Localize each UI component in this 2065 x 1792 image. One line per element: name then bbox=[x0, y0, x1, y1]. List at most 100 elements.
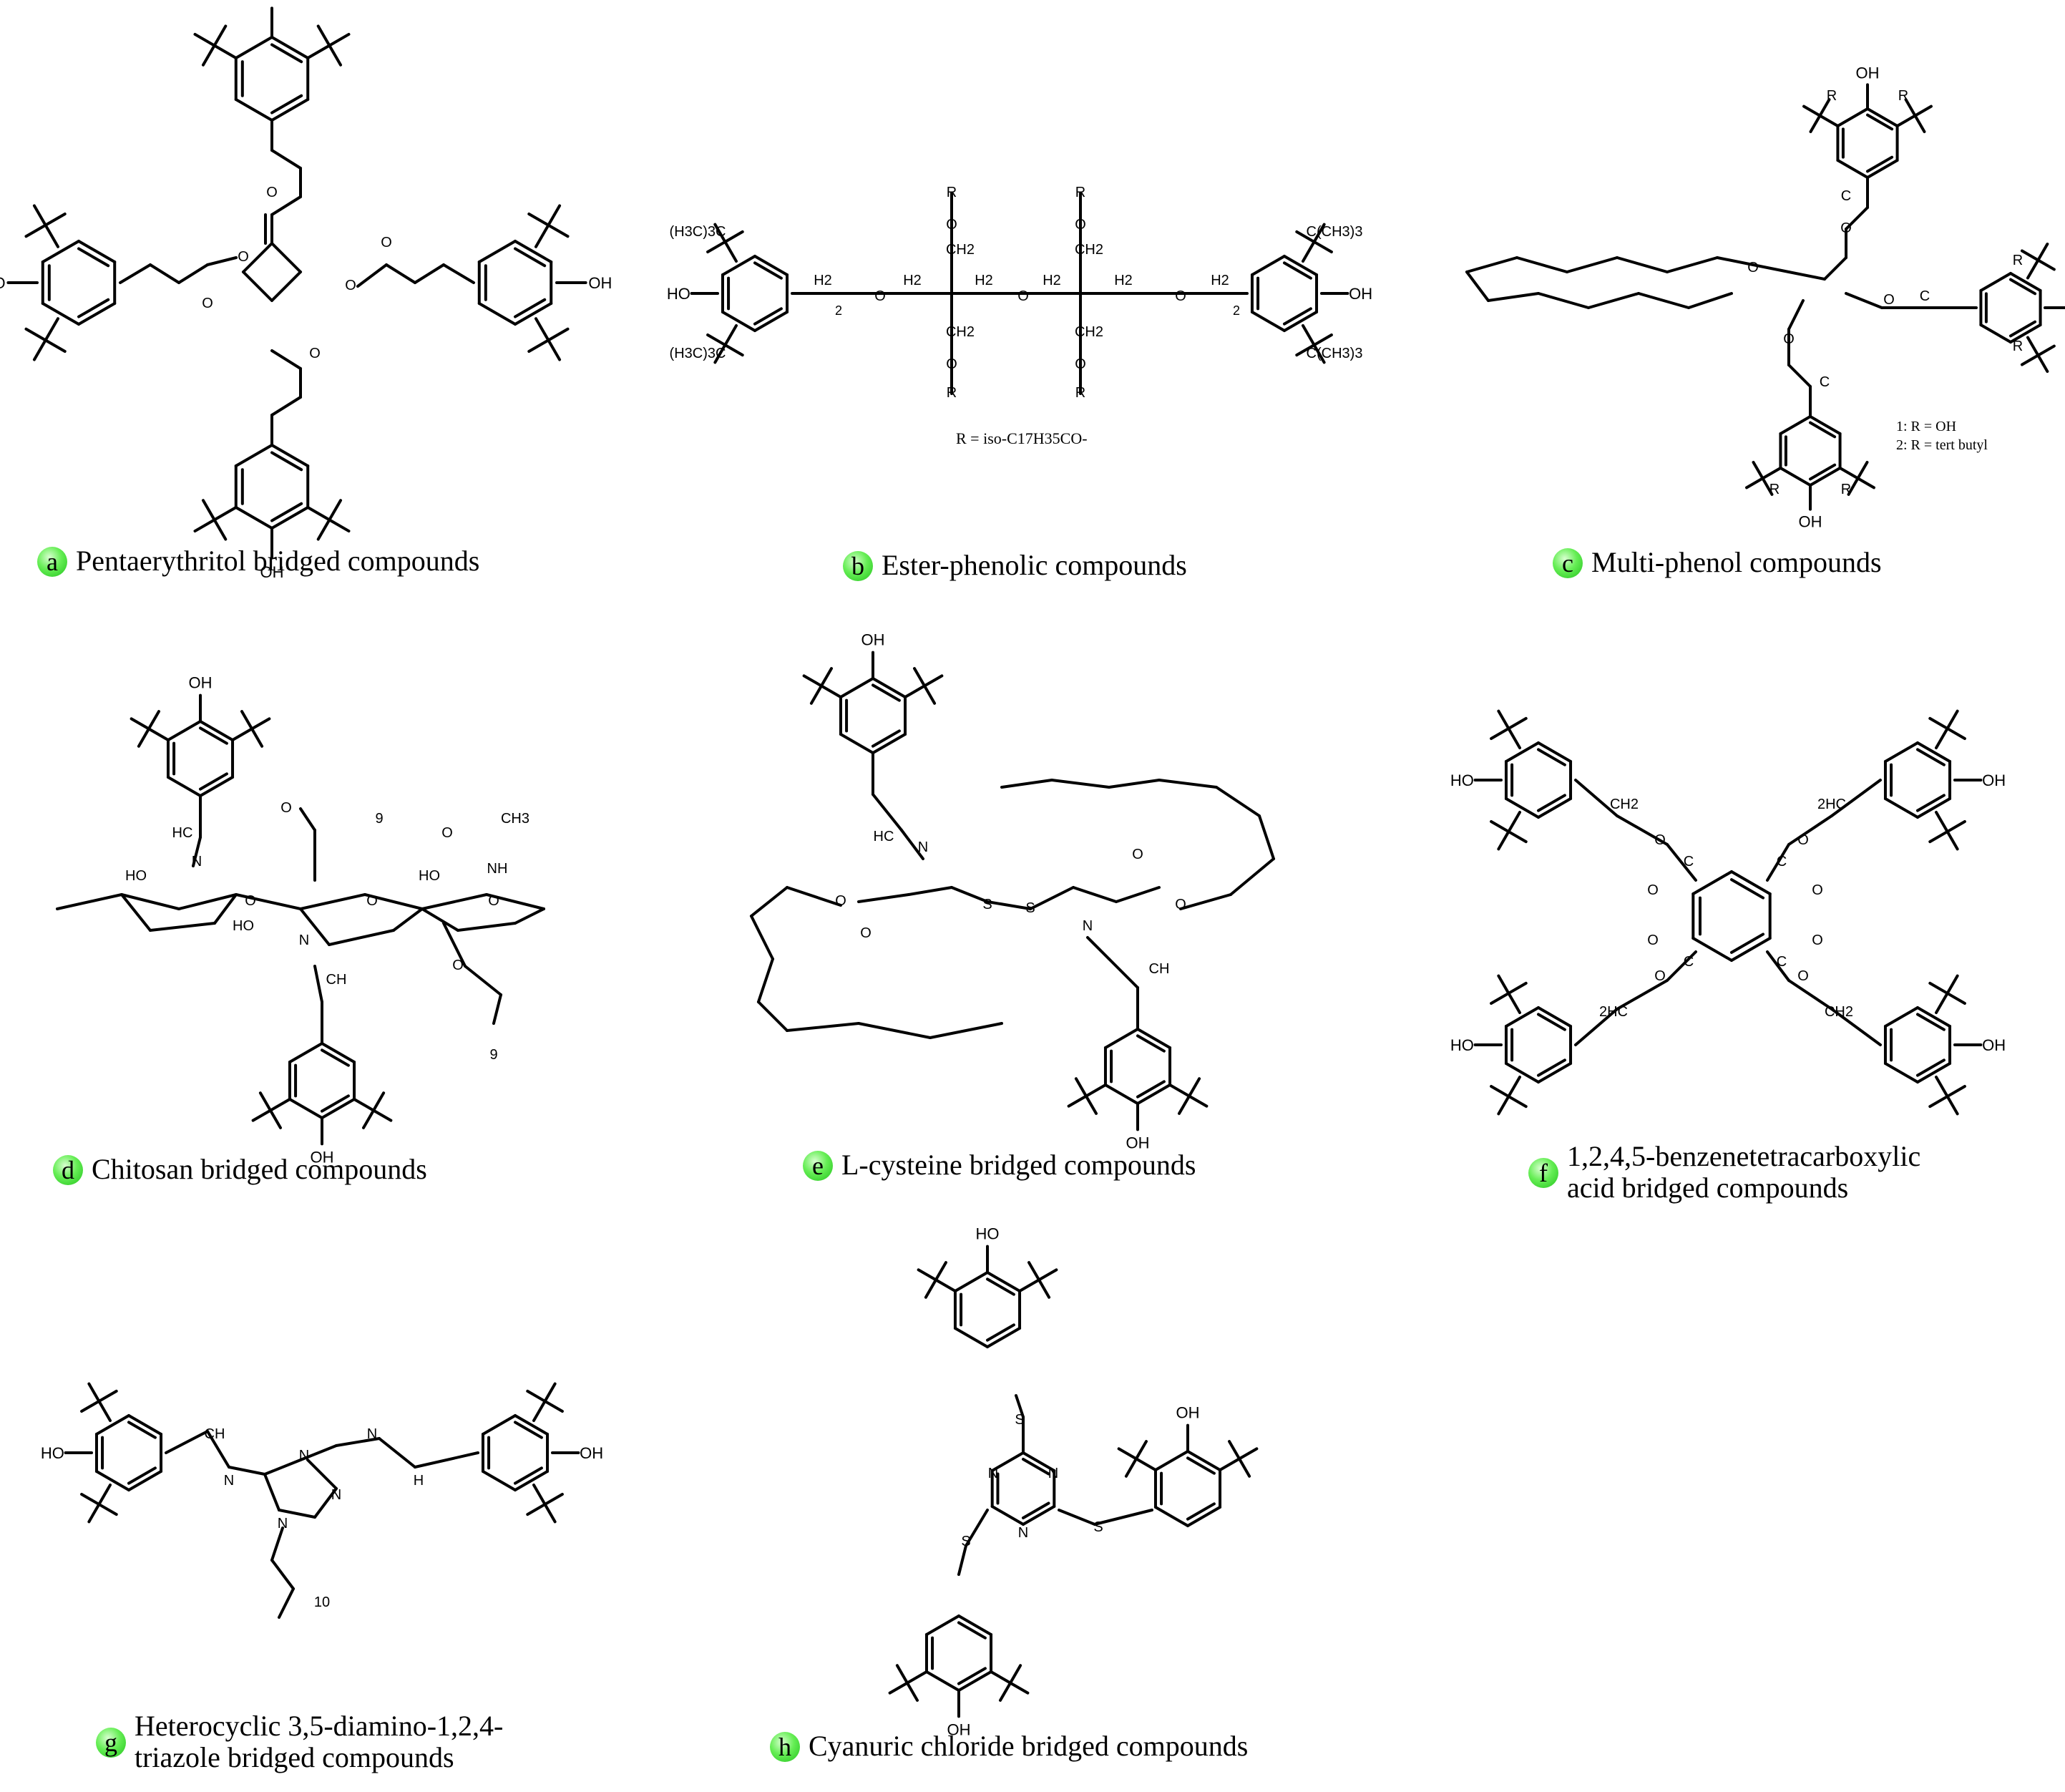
c-linker-top bbox=[1845, 206, 1869, 230]
f-phenol-tr bbox=[1916, 741, 1952, 763]
e-imine-bottom bbox=[1108, 958, 1139, 989]
f-core-ring bbox=[1730, 932, 1765, 954]
f-phenol-tl-tbu bbox=[1507, 716, 1528, 730]
f-arm-br bbox=[1766, 950, 1790, 982]
atom-label: N bbox=[988, 1466, 998, 1481]
atom-label: CH bbox=[205, 1426, 225, 1442]
g-linker bbox=[165, 1430, 209, 1454]
g-triazole bbox=[306, 1459, 338, 1490]
badge-d: d bbox=[53, 1155, 83, 1185]
caption-f-text: 1,2,4,5-benzenetetracarboxylic acid brid… bbox=[1567, 1140, 1921, 1204]
a-phenol-top-tbu bbox=[328, 32, 351, 47]
d-imine-top bbox=[192, 836, 202, 867]
e-phenol-top-tbu bbox=[809, 684, 823, 705]
atom-label: 9 bbox=[375, 811, 383, 827]
e-alkyl-right bbox=[1158, 779, 1218, 789]
c-phenol-bottom-tbu bbox=[1745, 477, 1764, 490]
a-phenol-bottom-tbu bbox=[193, 518, 216, 533]
d-phenol-top-tbu bbox=[240, 710, 254, 731]
h-phenol-top bbox=[986, 1271, 1022, 1292]
d-imine-bottom bbox=[313, 965, 323, 1003]
c-phenol-top bbox=[1836, 107, 1869, 127]
a-phenol-left-tbu bbox=[32, 339, 47, 361]
d-phenol-bottom-tbu bbox=[362, 1109, 376, 1129]
c-oleyl-lower bbox=[1587, 292, 1640, 309]
caption-b: b Ester-phenolic compounds bbox=[843, 550, 1187, 581]
f-phenol-br-tbu bbox=[1946, 1085, 1966, 1099]
e-alkyl-right bbox=[1258, 814, 1275, 860]
a-phenol-left-tbu bbox=[44, 317, 59, 342]
b-phenol-left bbox=[721, 311, 756, 332]
g-phenol-left-tbu bbox=[87, 1503, 101, 1524]
g-phenol-left bbox=[127, 1470, 163, 1491]
a-phenol-right-tbu bbox=[534, 317, 550, 342]
d-phenol-bottom-tbu bbox=[353, 1098, 376, 1112]
atom-label: O bbox=[1075, 356, 1086, 372]
h-s-left bbox=[957, 1544, 967, 1576]
atom-label: (H3C)3C bbox=[670, 346, 726, 361]
f-core-ring bbox=[1730, 870, 1772, 895]
atom-label: O bbox=[366, 893, 378, 909]
oh-label: HO bbox=[1450, 771, 1474, 789]
c-phenol-bottom-tbu bbox=[1847, 477, 1860, 496]
e-core bbox=[1115, 886, 1161, 903]
e-phenol-bottom bbox=[1103, 1084, 1139, 1105]
h-phenol-bottom-tbu bbox=[999, 1681, 1012, 1702]
oh-label: OH bbox=[947, 1721, 971, 1739]
h-phenol-bottom-tbu bbox=[905, 1681, 919, 1702]
atom-label: CH3 bbox=[501, 811, 529, 827]
atom-label: O bbox=[1075, 217, 1086, 233]
b-phenol-right-tbu bbox=[1312, 223, 1326, 243]
h-phenol-bottom-tbu bbox=[1009, 1681, 1030, 1695]
atom-label: O bbox=[381, 235, 392, 250]
h-phenol-top-tbu bbox=[1038, 1278, 1051, 1299]
c-oleyl-lower bbox=[1465, 271, 1490, 302]
d-ring-2 bbox=[392, 907, 424, 932]
b-phenol-right bbox=[1250, 311, 1286, 332]
f-phenol-bl bbox=[1537, 1013, 1566, 1031]
a-phenol-right-tbu bbox=[547, 327, 570, 342]
b-phenol-left-tbu bbox=[713, 223, 727, 243]
atom-label: S bbox=[1093, 1519, 1103, 1535]
a-phenol-bottom bbox=[270, 506, 310, 530]
d-phenol-bottom-tbu bbox=[268, 1109, 282, 1129]
atom-label: O bbox=[1797, 832, 1809, 848]
a-phenol-bottom bbox=[270, 451, 303, 472]
f-phenol-tr-tbu bbox=[1946, 709, 1959, 730]
c-phenol-top-tbu bbox=[1913, 114, 1926, 134]
f-phenol-tr bbox=[1883, 741, 1919, 763]
atom-label: O bbox=[202, 296, 213, 311]
c-phenol-right-tbu bbox=[2036, 258, 2056, 271]
c-phenol-bottom-tbu bbox=[1856, 460, 1869, 480]
a-phenol-bottom-tbu bbox=[201, 499, 216, 522]
atom-label: CH2 bbox=[1075, 324, 1103, 340]
a-phenol-right-tbu bbox=[527, 212, 550, 227]
b-phenol-left-tbu bbox=[706, 240, 727, 253]
e-alkyl-left bbox=[786, 1022, 860, 1032]
g-phenol-left bbox=[127, 1414, 163, 1436]
e-phenol-bottom bbox=[1136, 1084, 1172, 1105]
atom-label: C bbox=[1920, 288, 1930, 304]
g-phenol-right-tbu bbox=[543, 1503, 557, 1524]
atom-label: C bbox=[1684, 854, 1694, 870]
e-core bbox=[857, 893, 910, 903]
b-phenol-right bbox=[1283, 311, 1319, 332]
atom-label: O bbox=[1647, 932, 1659, 948]
a-core bbox=[242, 271, 273, 302]
atom-label: C bbox=[1820, 374, 1830, 390]
e-alkyl-left bbox=[929, 1022, 1003, 1039]
e-phenol-bottom bbox=[1136, 1034, 1166, 1053]
g-phenol-left bbox=[127, 1466, 157, 1485]
a-phenol-top-tbu bbox=[306, 44, 331, 59]
g-phenol-left-tbu bbox=[80, 1493, 101, 1506]
oh-label: OH bbox=[1856, 64, 1880, 82]
oh-label: HO bbox=[1450, 1036, 1474, 1054]
atom-label: O bbox=[245, 893, 256, 909]
badge-e: e bbox=[803, 1151, 833, 1181]
b-phenol-right-tbu bbox=[1312, 344, 1326, 364]
e-alkyl-right bbox=[1179, 893, 1232, 910]
oh-label: OH bbox=[1349, 285, 1372, 303]
h-phenol-bottom-tbu bbox=[895, 1664, 909, 1685]
h-phenol-right-tbu bbox=[1134, 1457, 1157, 1471]
a-phenol-right bbox=[514, 298, 547, 318]
